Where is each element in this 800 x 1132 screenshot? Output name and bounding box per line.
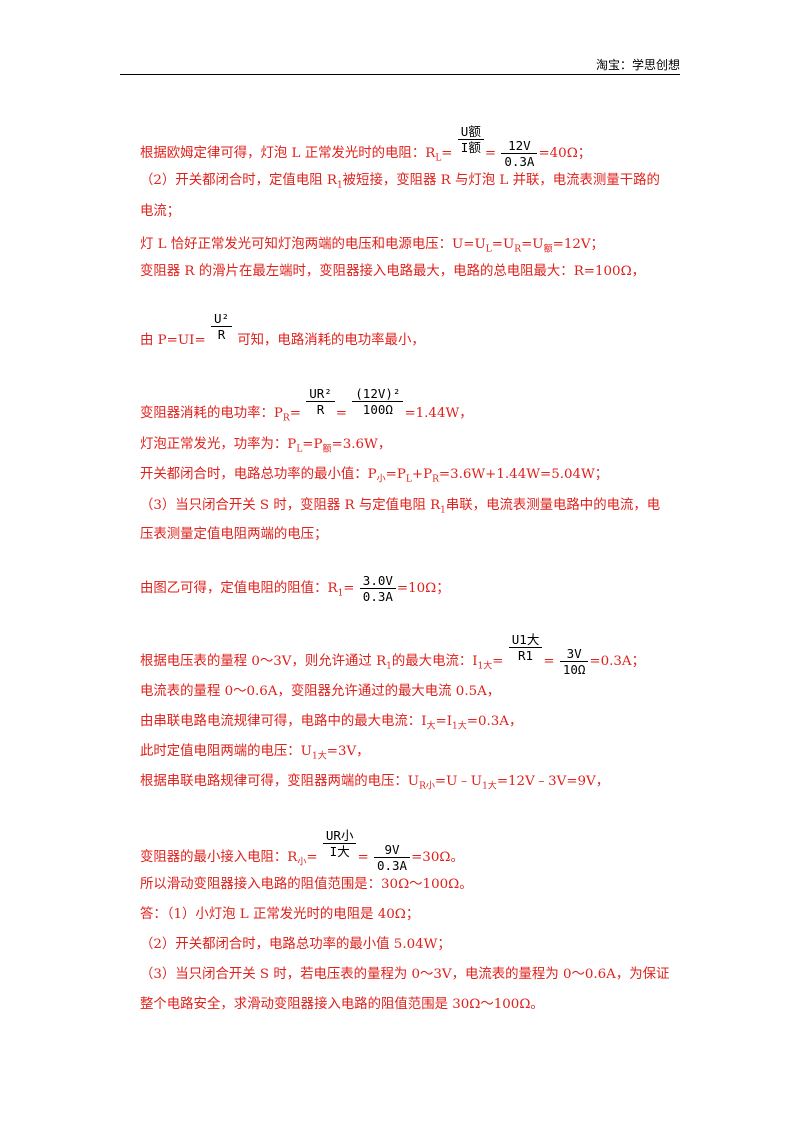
line-14: 电流表的量程 0～0.6A，变阻器允许通过的最大电流 0.5A， <box>140 684 501 699</box>
line-16: 此时定值电阻两端的电压：U1大=3V， <box>140 744 370 762</box>
line-9: 开关都闭合时，电路总功率的最小值：P小=PL+PR=3.6W+1.44W=5.0… <box>140 467 609 485</box>
page-header: 淘宝：学思创想 <box>120 56 680 75</box>
line-11: 压表测量定值电阻两端的电压； <box>140 527 328 542</box>
line-21: （2）开关都闭合时，电路总功率的最小值 5.04W； <box>140 937 451 952</box>
line-19: 所以滑动变阻器接入电路的阻值范围是：30Ω～100Ω。 <box>140 877 473 892</box>
line-23: 整个电路安全，求滑动变阻器接入电路的阻值范围是 30Ω～100Ω。 <box>140 997 544 1012</box>
line-4: 灯 L 恰好正常发光可知灯泡两端的电压和电源电压：U=UL=UR=U额=12V； <box>140 237 604 255</box>
line-15: 由串联电路电流规律可得，电路中的最大电流：I大=I1大=0.3A， <box>140 714 523 732</box>
header-text: 淘宝：学思创想 <box>595 58 680 72</box>
line-3: 电流； <box>140 204 181 219</box>
line-20: 答：（1）小灯泡 L 正常发光时的电阻是 40Ω； <box>140 907 420 922</box>
line-22: （3）当只闭合开关 S 时，若电压表的量程为 0～3V，电流表的量程为 0～0.… <box>140 967 670 982</box>
line-5: 变阻器 R 的滑片在最左端时，变阻器接入电路最大，电路的总电阻最大：R=100Ω… <box>140 264 646 279</box>
line-10: （3）当只闭合开关 S 时，变阻器 R 与定值电阻 R1串联，电流表测量电路中的… <box>140 498 661 516</box>
line-2: （2）开关都闭合时，定值电阻 R1被短接，变阻器 R 与灯泡 L 并联，电流表测… <box>140 173 660 191</box>
line-17: 根据串联电路规律可得，变阻器两端的电压：UR小=U﹣U1大=12V﹣3V=9V， <box>140 774 610 792</box>
line-8: 灯泡正常发光，功率为：PL=P额=3.6W， <box>140 437 392 455</box>
